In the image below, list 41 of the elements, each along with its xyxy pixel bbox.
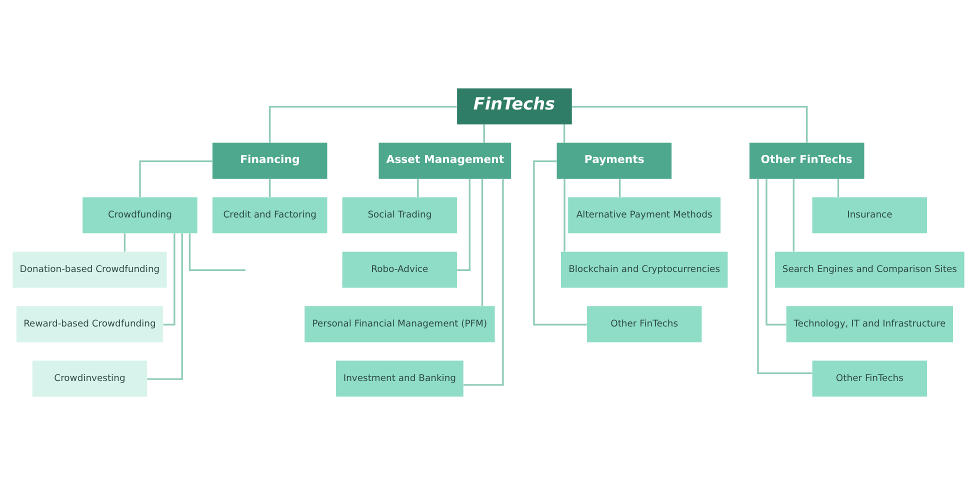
node-box: Financing xyxy=(212,142,328,179)
connector xyxy=(563,124,566,143)
node-box: Donation-based Crowdfunding xyxy=(12,252,167,288)
connector xyxy=(766,178,786,326)
connector xyxy=(481,178,484,306)
connector xyxy=(163,233,176,326)
node-box: Other FinTechs xyxy=(812,360,928,397)
node-box: FinTechs xyxy=(457,88,572,124)
node-box: Reward-based Crowdfunding xyxy=(16,306,164,342)
node-box: Insurance xyxy=(812,197,928,234)
connector xyxy=(618,178,621,198)
connector xyxy=(837,178,840,198)
connector xyxy=(124,233,126,252)
connector xyxy=(269,106,457,143)
connector xyxy=(464,179,504,386)
connector xyxy=(564,179,566,252)
connector xyxy=(572,106,808,143)
connector xyxy=(533,160,587,326)
node-box: Alternative Payment Methods xyxy=(568,197,721,234)
connector xyxy=(139,160,212,197)
node-box: Search Engines and Comparison Sites xyxy=(775,252,964,288)
node-box: Personal Financial Management (PFM) xyxy=(304,306,495,342)
node-box: Blockchain and Cryptocurrencies xyxy=(560,252,728,288)
connector xyxy=(483,124,485,143)
node-box: Investment and Banking xyxy=(336,360,464,397)
node-box: Social Trading xyxy=(342,197,458,234)
node-box: Technology, IT and Infrastructure xyxy=(786,306,954,342)
node-box: Crowdfunding xyxy=(82,197,198,234)
node-box: Asset Management xyxy=(378,142,512,179)
node-box: Robo-Advice xyxy=(342,252,458,288)
connector xyxy=(757,178,812,374)
node-box: Other FinTechs xyxy=(586,306,702,342)
connector xyxy=(188,234,246,271)
node-box: Crowdinvesting xyxy=(32,360,148,397)
connector xyxy=(417,178,419,198)
connector xyxy=(269,178,271,198)
connector xyxy=(147,233,183,380)
node-box: Payments xyxy=(556,142,672,179)
node-box: Credit and Factoring xyxy=(212,197,328,234)
connector xyxy=(792,179,794,252)
node-box: Other FinTechs xyxy=(749,142,864,179)
